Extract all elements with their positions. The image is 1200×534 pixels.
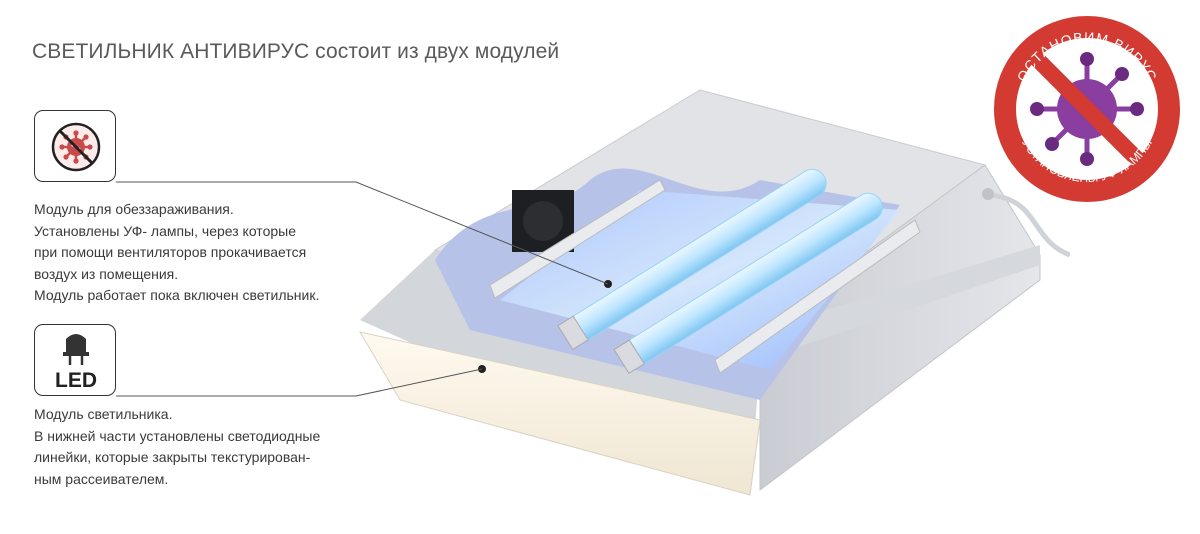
page-title: СВЕТИЛЬНИК АНТИВИРУС состоит из двух мод… — [32, 40, 560, 63]
description-line: Модуль работает пока включен светильник. — [34, 287, 320, 303]
led-module-description: Модуль светильника. В нижней части устан… — [34, 404, 320, 490]
no-virus-icon — [51, 122, 101, 172]
description-line: ным рассеивателем. — [34, 470, 169, 487]
description-line: В нижней части установлены светодиодные — [34, 427, 321, 444]
disinfection-module-icon-box — [34, 110, 116, 182]
led-module-icon-box: LED — [34, 324, 116, 396]
led-icon: LED — [55, 334, 97, 392]
led-icon-label: LED — [55, 369, 97, 392]
disinfection-module-description: Модуль для обеззараживания. Установлены … — [34, 199, 319, 307]
description-line: Модуль светильника. — [34, 406, 173, 422]
description-line: Установлены УФ- лампы, через которые — [34, 222, 296, 239]
description-line: линейки, которые закрыты текстурирован- — [34, 449, 311, 465]
luminaire-illustration — [358, 89, 1070, 496]
description-line: воздух из помещения. — [34, 265, 179, 282]
description-line: при помощи вентиляторов прокачивается — [34, 244, 307, 260]
description-line: Модуль для обеззараживания. — [34, 201, 234, 217]
stop-virus-stamp: ОСТАНОВИМ ВИРУС УСТАНОВЛЕНЫ УФ-ЛАМПЫ — [994, 16, 1180, 202]
